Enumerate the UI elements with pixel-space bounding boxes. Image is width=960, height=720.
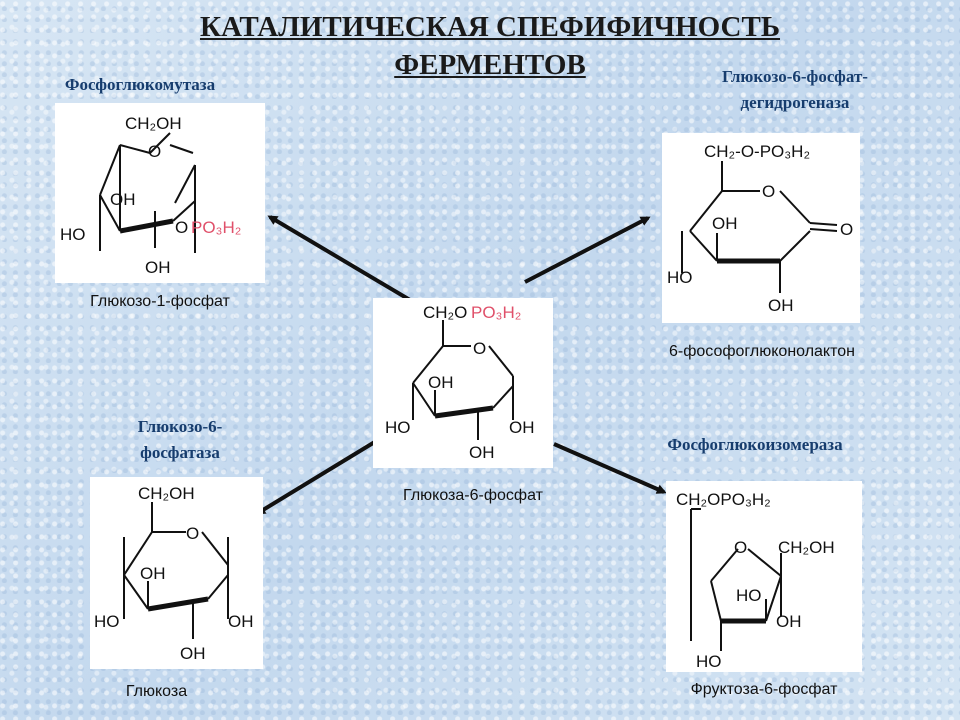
structure-glucose-6-phosphate: O CH₂O PO₃H₂ OH HO OH OH (373, 298, 553, 468)
group-label: OH (776, 612, 802, 631)
group-label: CH₂OH (778, 538, 835, 557)
group-label: O (186, 524, 199, 543)
arrow-to-fructose-6-phosphate (553, 442, 667, 494)
group-label: CH₂-O-PO₃H₂ (704, 142, 810, 161)
structure-glucose-1-phosphate: CH₂OH O OH HO O PO₃H₂ OH (55, 103, 265, 283)
group-label: HO (60, 225, 86, 244)
structure-glucose: CH₂OH O OH HO OH OH (90, 477, 263, 669)
page-title: КАТАЛИТИЧЕСКАЯ СПЕФИФИЧНОСТЬ ФЕРМЕНТОВ (199, 11, 781, 81)
group-label: O (840, 220, 853, 239)
group-label: O (734, 538, 747, 557)
arrow-to-glucose-1-phosphate (267, 215, 412, 302)
group-label: OH (228, 612, 254, 631)
group-label: HO (385, 418, 411, 437)
phosphate-group: PO₃H₂ (471, 303, 521, 322)
group-label: HO (94, 612, 120, 631)
group-label: OH (110, 190, 136, 209)
structure-phosphogluconolactone: CH₂-O-PO₃H₂ O OH HO O OH (662, 133, 860, 323)
group-label: OH (768, 296, 794, 315)
group-label: OH (145, 258, 171, 277)
enzyme-phosphoglucomutase: Фосфоглюкомутаза (64, 75, 216, 94)
group-label: O (762, 182, 775, 201)
group-label: O (175, 218, 188, 237)
group-label: O (148, 142, 161, 161)
group-label: OH (712, 214, 738, 233)
group-label: HO (667, 268, 693, 287)
phosphate-group: PO₃H₂ (191, 218, 241, 237)
group-label: OH (428, 373, 454, 392)
compound-glucose-1-phosphate: Глюкозо-1-фосфат (90, 293, 230, 310)
group-label: OH (469, 443, 495, 462)
enzyme-phosphoglucoisomerase: Фосфоглюкоизомераза (667, 435, 843, 454)
group-label: HO (696, 652, 722, 671)
group-label: CH₂OH (138, 484, 195, 503)
group-label: OH (509, 418, 535, 437)
compound-glucose: Глюкоза (125, 683, 188, 700)
compound-phosphogluconolactone: 6-фософоглюконолактон (668, 343, 855, 360)
structure-fructose-6-phosphate: CH₂OPO₃H₂ O CH₂OH HO OH HO (666, 481, 862, 672)
compound-glucose-6-phosphate: Глюкоза-6-фосфат (403, 487, 543, 504)
compound-fructose-6-phosphate: Фруктоза-6-фосфат (690, 681, 838, 698)
group-label: HO (736, 586, 762, 605)
arrow-to-phosphogluconolactone (524, 216, 651, 284)
arrow-to-glucose (255, 438, 380, 515)
group-label: CH₂OPO₃H₂ (676, 490, 771, 509)
group-label: OH (180, 644, 206, 663)
enzyme-g6-phosphatase: Глюкозо-6-фосфатаза (137, 417, 223, 462)
enzyme-g6p-dehydrogenase: Глюкозо-6-фосфат-дегидрогеназа (722, 67, 868, 112)
group-label: CH₂OH (125, 114, 182, 133)
group-label: OH (140, 564, 166, 583)
ch2o-label: CH₂O (423, 303, 467, 322)
group-label: O (473, 339, 486, 358)
